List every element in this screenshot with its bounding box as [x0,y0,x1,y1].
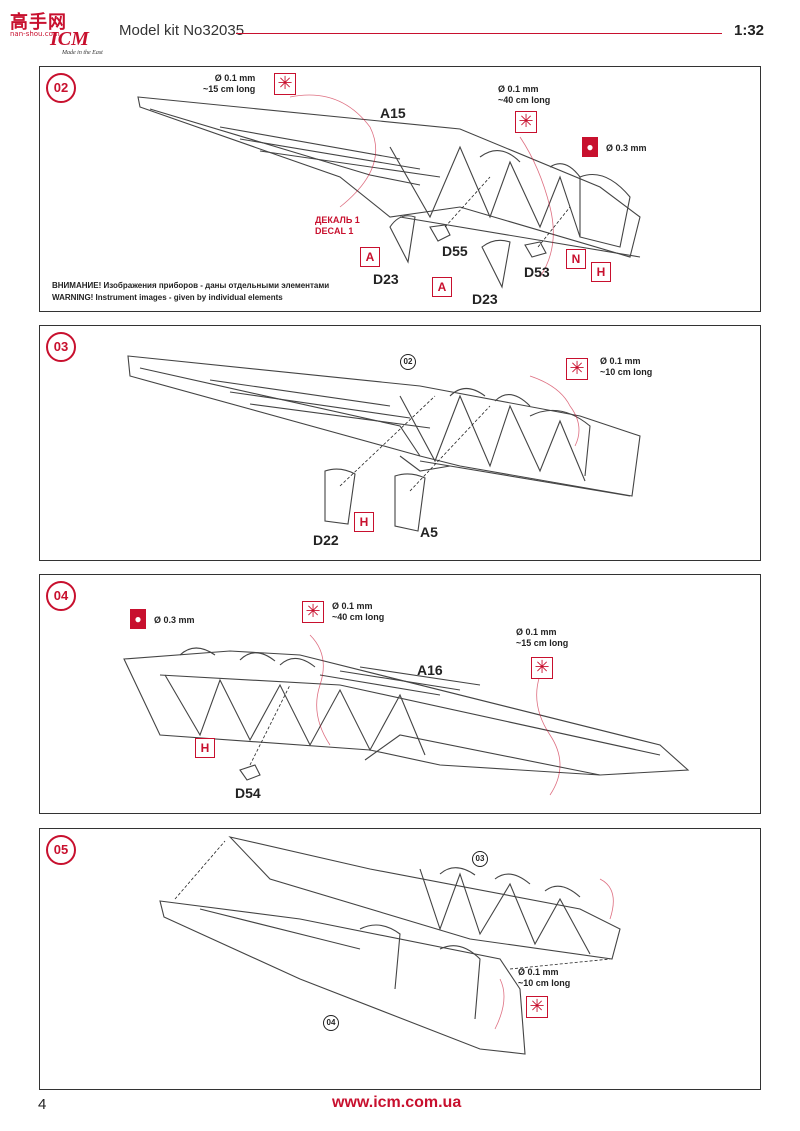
marker-a: A [432,277,452,297]
step-number: 05 [46,835,76,865]
decal-label: ДЕКАЛЬ 1 DECAL 1 [315,215,360,236]
logo-brand: ICM [50,28,89,50]
header-divider [236,33,722,34]
warning-en: WARNING! Instrument images - given by in… [52,293,283,302]
step-reference: 03 [472,851,488,867]
fuselage-assembly-drawing [159,836,621,1055]
warning-ru: ВНИМАНИЕ! Изображения приборов - даны от… [52,281,330,290]
asterisk-icon: ✳ [566,358,588,380]
part-d23: D23 [373,271,399,287]
wire-spec-15cm: Ø 0.1 mm ~15 cm long [516,627,569,648]
part-a16: A16 [417,662,443,678]
scale-label: 1:32 [734,22,765,39]
part-a15: A15 [380,105,406,121]
asterisk-icon: ✳ [531,657,553,679]
part-d54: D54 [235,785,261,801]
marker-n: N [566,249,586,269]
fuselage-frame-drawing [137,94,641,289]
step-reference: 04 [323,1015,339,1031]
step-04-panel: 04 ● Ø 0.3 mm ✳ Ø 0.1 mm ~40 cm long Ø 0… [39,574,761,814]
icm-logo: 高手网 nan-shou.com ICM Made in the East [6,6,106,58]
asterisk-icon: ✳ [515,111,537,133]
page-header: 高手网 nan-shou.com ICM Made in the East Mo… [0,0,800,60]
marker-h: H [591,262,611,282]
part-d22: D22 [313,532,339,548]
glue-spec: Ø 0.3 mm [154,615,195,625]
page-number: 4 [38,1096,47,1113]
logo-tagline: Made in the East [62,50,103,56]
glue-drop-icon: ● [582,137,598,157]
asterisk-icon: ✳ [274,73,296,95]
asterisk-icon: ✳ [526,996,548,1018]
wire-spec-40cm: Ø 0.1 mm ~40 cm long [498,84,551,105]
step-number: 02 [46,73,76,103]
glue-spec: Ø 0.3 mm [606,143,647,153]
marker-a: A [360,247,380,267]
model-kit-number: Model kit No32035 [119,22,245,39]
wire-spec-10cm: Ø 0.1 mm ~10 cm long [518,967,571,988]
part-a5: A5 [420,524,438,540]
part-d23: D23 [472,291,498,307]
part-d55: D55 [442,243,468,259]
fuselage-frame-drawing [123,634,690,796]
marker-h: H [354,512,374,532]
asterisk-icon: ✳ [302,601,324,623]
logo-text-cn: 高手网 [10,12,67,33]
website-link[interactable]: www.icm.com.ua [332,1094,462,1111]
logo-sub: nan-shou.com [10,30,60,38]
step-05-panel: 05 03 04 Ø 0.1 mm ~10 cm long ✳ [39,828,761,1090]
part-d53: D53 [524,264,550,280]
step-number: 04 [46,581,76,611]
glue-drop-icon: ● [130,609,146,629]
step-02-panel: 02 ✳ Ø 0.1 mm ~15 cm long ✳ Ø 0.1 mm ~40… [39,66,761,312]
wire-spec-15cm: Ø 0.1 mm ~15 cm long [203,73,256,94]
step-number: 03 [46,332,76,362]
step-03-panel: 03 02 ✳ Ø 0.1 mm ~10 cm long H D22 A5 [39,325,761,561]
step-reference: 02 [400,354,416,370]
wire-spec-40cm: Ø 0.1 mm ~40 cm long [332,601,385,622]
fuselage-frame-drawing [127,355,641,532]
marker-h: H [195,738,215,758]
wire-spec-10cm: Ø 0.1 mm ~10 cm long [600,356,653,377]
